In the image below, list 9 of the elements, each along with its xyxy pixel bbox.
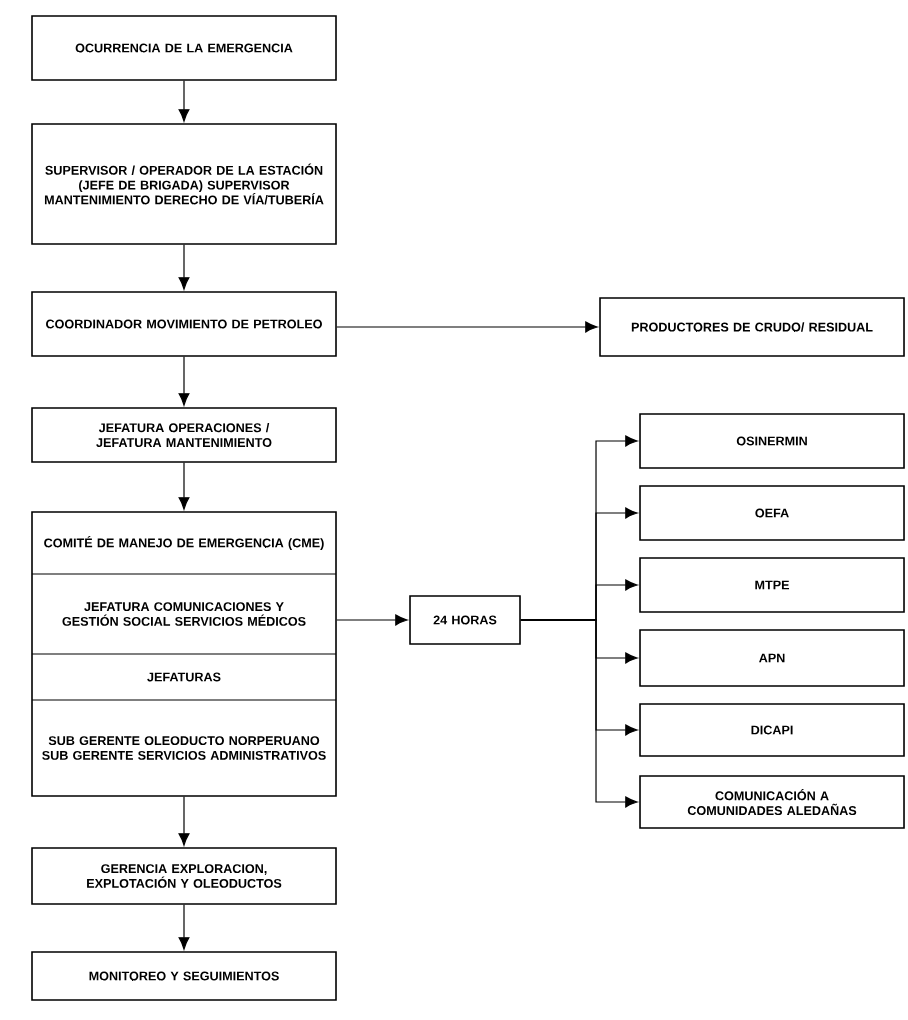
arrow bbox=[178, 904, 190, 950]
arrow bbox=[178, 356, 190, 406]
arrow bbox=[520, 619, 638, 808]
arrow bbox=[178, 796, 190, 846]
arrow bbox=[178, 80, 190, 122]
arrow bbox=[336, 321, 598, 333]
arrow bbox=[178, 462, 190, 510]
arrow bbox=[178, 244, 190, 290]
arrow bbox=[336, 614, 408, 626]
